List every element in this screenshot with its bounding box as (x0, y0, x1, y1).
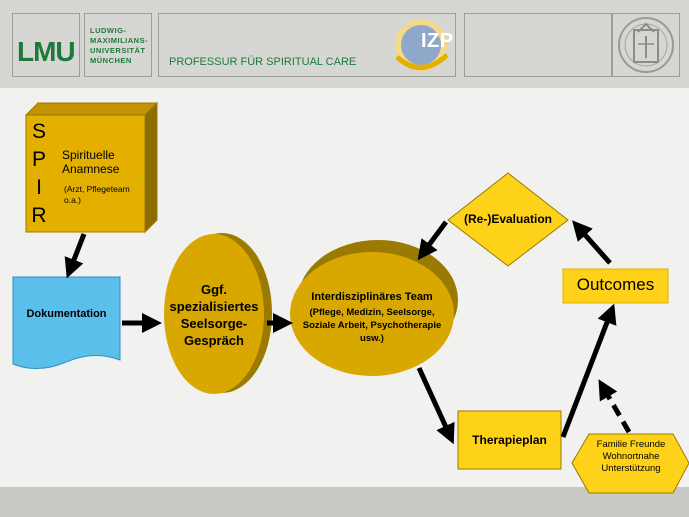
support-hexagon (571, 433, 689, 494)
evaluation-diamond (447, 172, 569, 267)
team-members: (Pflege, Medizin, Seelsorge, Soziale Arb… (302, 307, 442, 344)
anamnese-note: (Arzt, Pflegeteam o.a.) (64, 184, 130, 205)
team-title: Interdisziplinäres Team (311, 291, 433, 303)
conversation-label: Ggf. spezialisiertes Seelsorge-Gespräch (169, 282, 259, 348)
seal-icon (618, 17, 674, 73)
documentation-label: Dokumentation (26, 308, 107, 320)
professorship-title: PROFESSUR FÜR SPIRITUAL CARE (169, 56, 357, 68)
seal-box (612, 13, 680, 77)
university-name-box: LUDWIG- MAXIMILIANS- UNIVERSITÄT MÜNCHEN (84, 13, 152, 77)
arrow-spir-to-documentation (64, 233, 87, 279)
university-name: LUDWIG- MAXIMILIANS- UNIVERSITÄT MÜNCHEN (90, 26, 149, 65)
arrow-support-to-therapy-plan (598, 379, 632, 434)
professorship-box: PROFESSUR FÜR SPIRITUAL CARE IZP (158, 13, 456, 77)
izp-logo-text: IZP (421, 30, 454, 52)
footer-band (0, 487, 689, 517)
anamnese-title: Spirituelle Anamnese (62, 148, 120, 176)
spir-letter-s: S (31, 120, 46, 143)
documentation-shape (12, 276, 121, 369)
therapy-plan-box (457, 410, 562, 470)
arrow-evaluation-to-team (417, 220, 449, 261)
arrow-team-to-therapy-plan (416, 366, 455, 445)
lmu-logo: LMU (17, 36, 76, 67)
team-shape (290, 240, 458, 376)
izp-logo-icon (395, 19, 449, 71)
spir-letter-p: P (31, 148, 46, 171)
arrow-outcomes-to-evaluation (572, 220, 612, 265)
evaluation-label: (Re-)Evaluation (463, 212, 552, 226)
spir-box (24, 101, 159, 234)
spir-letter-i: I (36, 176, 42, 199)
header-blank-box (464, 13, 612, 77)
lmu-logo-box: LMU (12, 13, 80, 77)
therapy-plan-label: Therapieplan (472, 433, 547, 447)
outcomes-label: Outcomes (576, 275, 655, 294)
conversation-shape (164, 233, 272, 394)
support-label: Familie Freunde Wohnortnahe Unterstützun… (596, 439, 666, 474)
outcomes-box (562, 268, 669, 304)
spir-letter-r: R (31, 204, 47, 227)
arrow-therapy-plan-to-outcomes (560, 303, 617, 438)
